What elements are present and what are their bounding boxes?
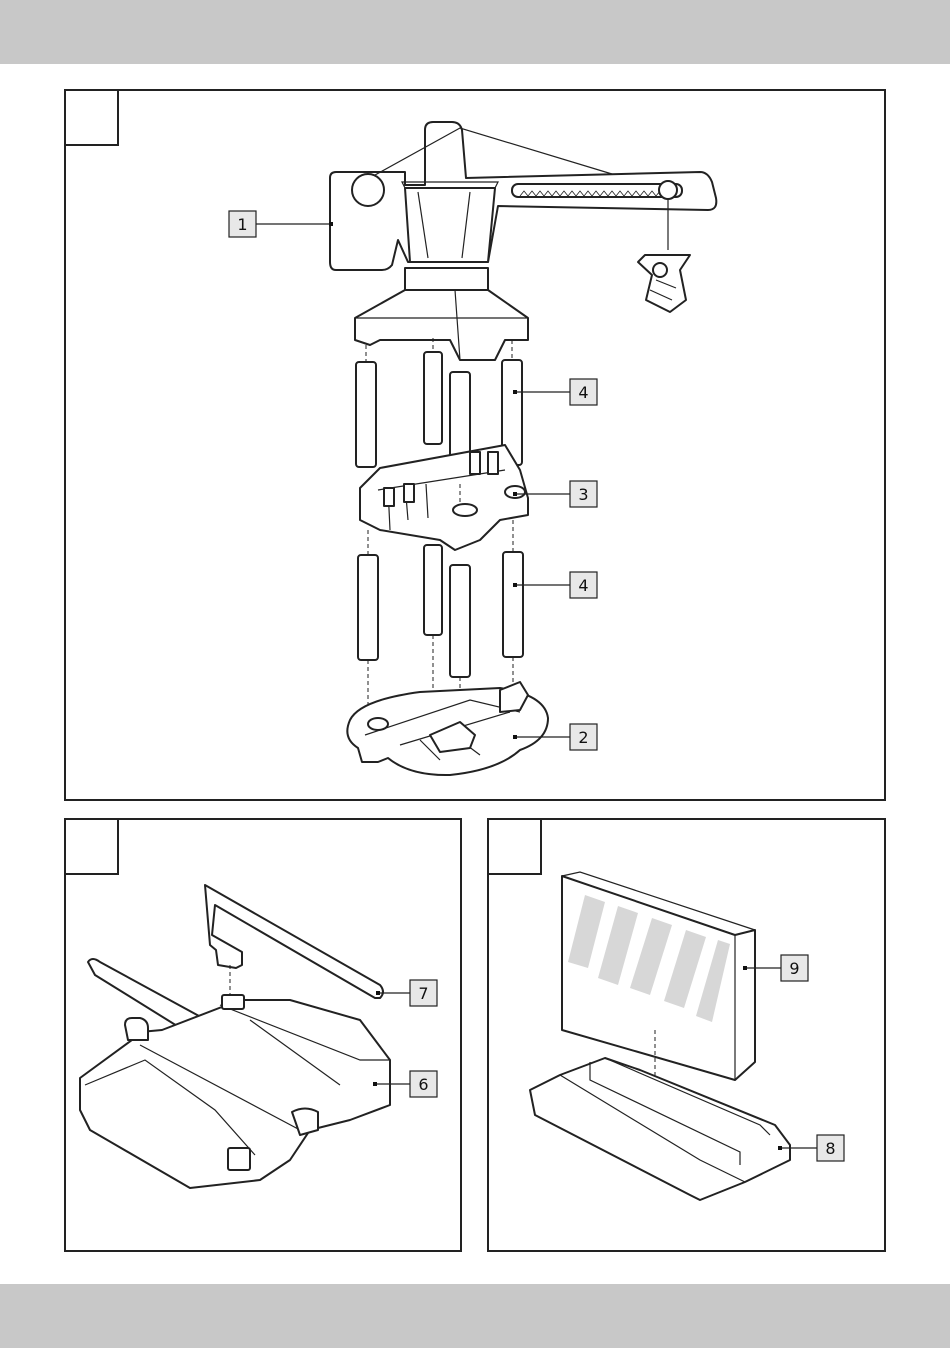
callout-6-label: 6	[418, 1075, 428, 1094]
callout-8-label: 8	[825, 1139, 835, 1158]
callout-1: 1	[229, 211, 333, 237]
callout-4-upper-label: 4	[578, 383, 588, 402]
callout-3-label: 3	[578, 485, 588, 504]
lower-tubes-part	[358, 520, 523, 712]
stand-part	[530, 1058, 790, 1200]
callout-7: 7	[376, 980, 437, 1006]
tower-section-part	[360, 445, 528, 550]
base-plate-part	[347, 682, 548, 775]
track-base-part	[80, 995, 390, 1188]
slewing-base-part	[355, 268, 528, 360]
callout-4-lower-label: 4	[578, 576, 588, 595]
callout-2-label: 2	[578, 728, 588, 747]
callout-1-label: 1	[237, 215, 247, 234]
callout-9-label: 9	[789, 959, 799, 978]
callout-7-label: 7	[418, 984, 428, 1003]
crane-jib-part	[330, 122, 716, 312]
callout-4-upper: 4	[513, 379, 597, 405]
callout-4-lower: 4	[513, 572, 597, 598]
